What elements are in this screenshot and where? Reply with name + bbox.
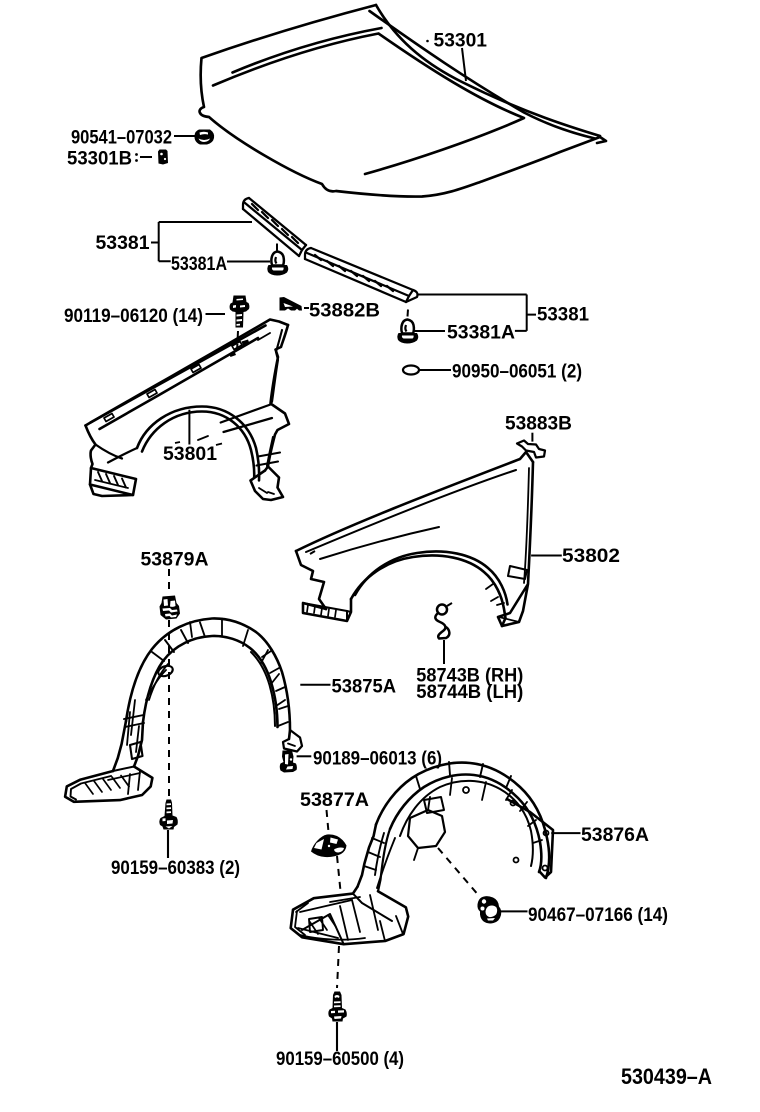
svg-text:53301: 53301 <box>434 30 488 52</box>
svg-text:58743B (RH): 58743B (RH) <box>416 665 523 687</box>
svg-text:90159–60500 (4): 90159–60500 (4) <box>276 1048 404 1070</box>
svg-text:53875A: 53875A <box>332 676 397 698</box>
svg-text:90119–06120 (14): 90119–06120 (14) <box>64 305 203 327</box>
svg-text:90950–06051 (2): 90950–06051 (2) <box>452 361 582 383</box>
svg-text:53801: 53801 <box>163 443 217 465</box>
svg-text:53381A: 53381A <box>171 253 227 275</box>
svg-text:53381A: 53381A <box>447 322 515 344</box>
svg-text:53301B: 53301B <box>67 148 132 170</box>
svg-text:53882B: 53882B <box>309 300 380 322</box>
svg-text:53381: 53381 <box>96 232 150 254</box>
svg-text:90159–60383 (2): 90159–60383 (2) <box>111 857 240 879</box>
svg-text:90189–06013 (6): 90189–06013 (6) <box>313 748 442 770</box>
svg-text:53883B: 53883B <box>505 413 572 435</box>
svg-text:53381: 53381 <box>537 304 589 326</box>
svg-text:53802: 53802 <box>562 545 620 567</box>
svg-text:53877A: 53877A <box>300 789 369 811</box>
svg-text:530439–A: 530439–A <box>621 1064 712 1089</box>
svg-text:53879A: 53879A <box>141 549 209 571</box>
svg-text:90541–07032: 90541–07032 <box>71 127 172 149</box>
svg-text:58744B (LH): 58744B (LH) <box>416 681 523 703</box>
svg-text:90467–07166 (14): 90467–07166 (14) <box>528 904 668 926</box>
svg-text:53876A: 53876A <box>581 824 649 846</box>
